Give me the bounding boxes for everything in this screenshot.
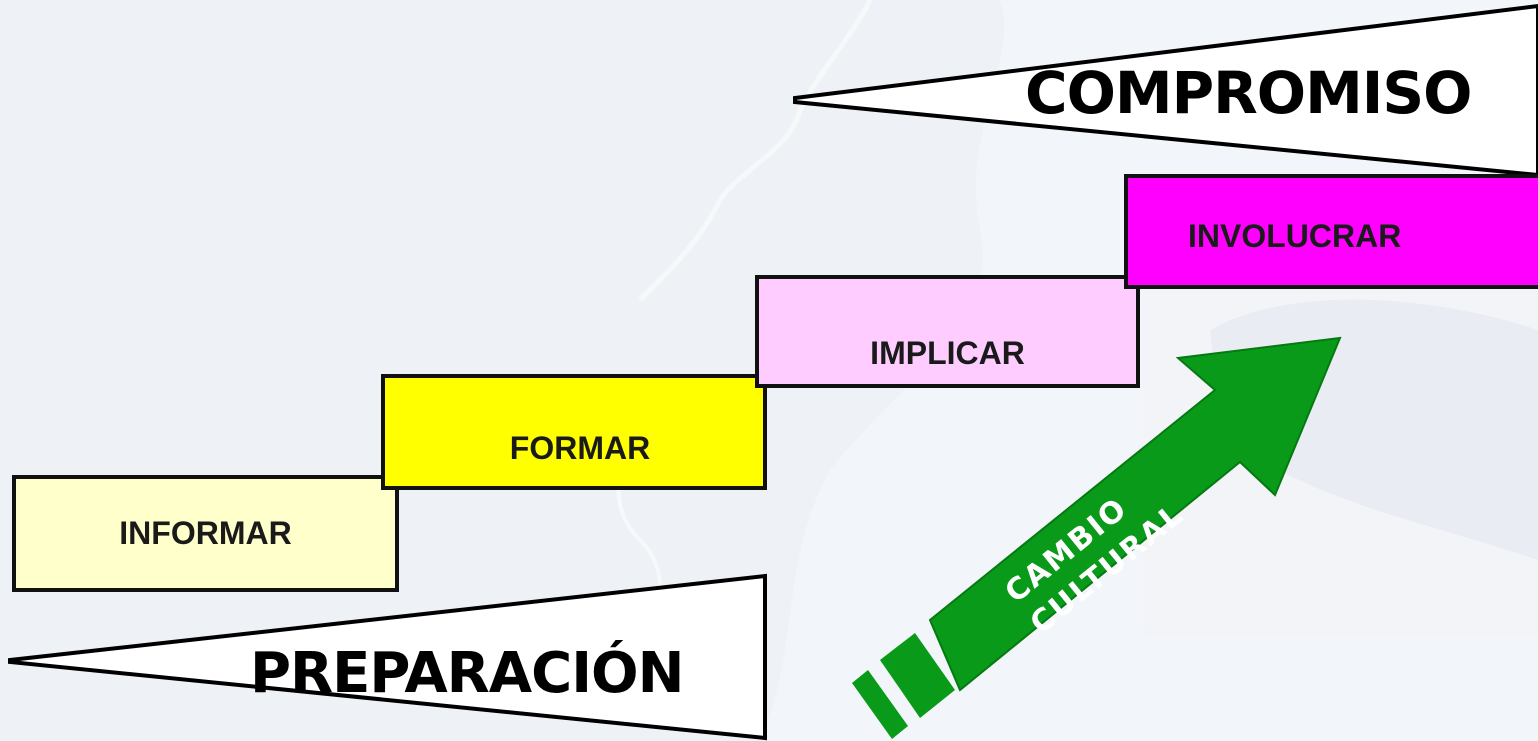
step-label: FORMAR: [509, 430, 651, 466]
arrow-tail-dash-2: [852, 670, 908, 739]
preparacion-wedge: [8, 573, 767, 741]
preparacion-label: PREPARACIÓN: [250, 641, 684, 706]
step-label: IMPLICAR: [870, 335, 1025, 371]
step-label: INFORMAR: [119, 515, 292, 551]
arrow-tail-dash-1: [880, 633, 955, 718]
compromiso-label: COMPROMISO: [1025, 59, 1471, 127]
step-label: INVOLUCRAR: [1188, 218, 1402, 254]
step-formar: FORMAR: [381, 374, 767, 490]
step-informar: INFORMAR: [12, 475, 399, 592]
step-involucrar: INVOLUCRAR: [1124, 174, 1538, 289]
step-implicar: IMPLICAR: [755, 275, 1140, 388]
compromiso-wedge: [793, 3, 1538, 178]
big-arrow-icon: [928, 336, 1342, 692]
